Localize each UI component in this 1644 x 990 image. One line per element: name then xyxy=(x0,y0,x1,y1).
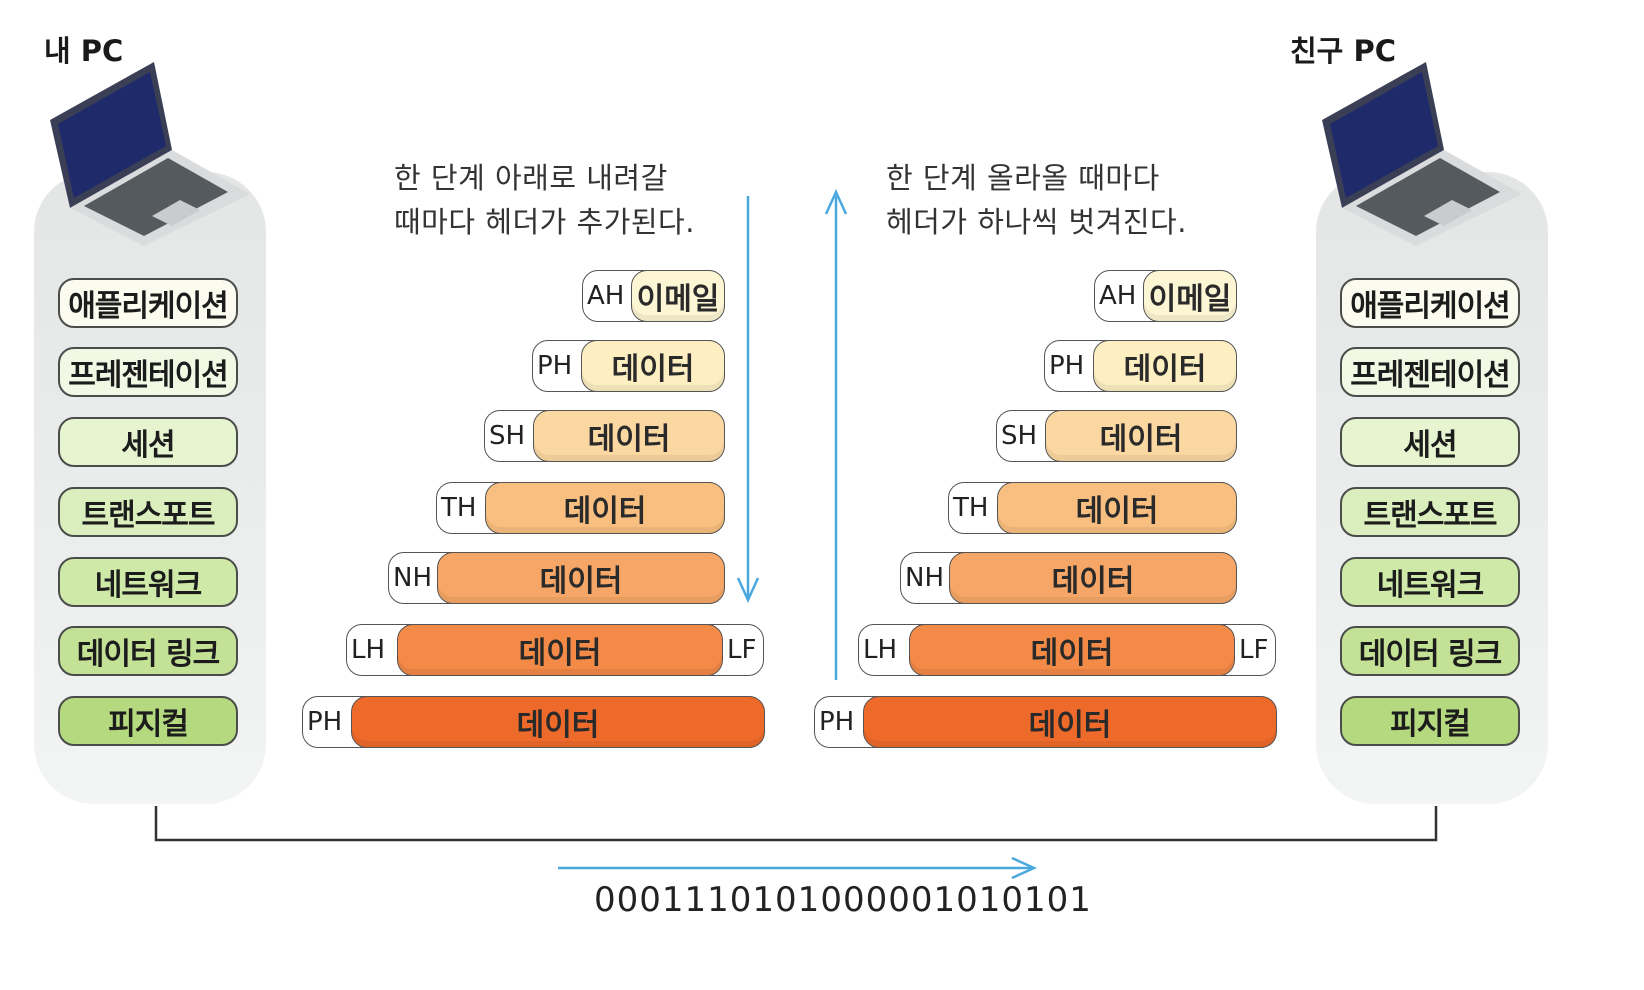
decapsulation-note-line1: 한 단계 올라올 때마다 xyxy=(886,161,1160,195)
packet-trailer: LF xyxy=(1239,635,1269,665)
bitstream-text: 0001110101000001010101 xyxy=(594,880,1092,920)
right-arrow-icon xyxy=(558,856,1038,880)
packet-data: 데이터 xyxy=(909,624,1235,676)
right-layer-6: 데이터 링크 xyxy=(1340,626,1520,676)
decapsulation-note-line2: 헤더가 하나씩 벗겨진다. xyxy=(886,205,1187,239)
left-layer-6: 데이터 링크 xyxy=(58,626,238,676)
packet-data: 데이터 xyxy=(1093,340,1237,392)
packet-data: 이메일 xyxy=(631,270,725,322)
right-layer-4: 트랜스포트 xyxy=(1340,487,1520,537)
laptop-icon xyxy=(1322,62,1522,246)
packet-trailer: LF xyxy=(727,635,757,665)
encapsulation-note-line2: 때마다 헤더가 추가된다. xyxy=(394,205,695,239)
packet-data: 이메일 xyxy=(1143,270,1237,322)
down-arrow-icon xyxy=(736,196,760,604)
left-packet-4: TH 데이터 xyxy=(436,482,725,534)
left-layer-1: 애플리케이션 xyxy=(58,278,238,328)
physical-link-connector xyxy=(154,806,1438,842)
laptop-icon xyxy=(50,62,250,246)
left-layer-2: 프레젠테이션 xyxy=(58,347,238,397)
right-layer-7: 피지컬 xyxy=(1340,696,1520,746)
encapsulation-note-line1: 한 단계 아래로 내려갈 xyxy=(394,161,668,195)
packet-header: TH xyxy=(441,493,477,523)
packet-header: PH xyxy=(819,707,855,737)
left-layer-3: 세션 xyxy=(58,417,238,467)
packet-data: 데이터 xyxy=(863,696,1277,748)
packet-header: PH xyxy=(537,351,573,381)
packet-data: 데이터 xyxy=(581,340,725,392)
packet-data: 데이터 xyxy=(997,482,1237,534)
packet-data: 데이터 xyxy=(949,552,1237,604)
right-layer-2: 프레젠테이션 xyxy=(1340,347,1520,397)
right-packet-2: PH 데이터 xyxy=(1044,340,1237,392)
packet-header: PH xyxy=(307,707,343,737)
left-layer-7: 피지컬 xyxy=(58,696,238,746)
packet-header: SH xyxy=(1001,421,1038,451)
packet-header: PH xyxy=(1049,351,1085,381)
right-packet-7: PH 데이터 xyxy=(814,696,1277,748)
decapsulation-note: 한 단계 올라올 때마다 헤더가 하나씩 벗겨진다. xyxy=(886,156,1187,244)
right-layer-1: 애플리케이션 xyxy=(1340,278,1520,328)
packet-data: 데이터 xyxy=(533,410,725,462)
right-pc-title: 친구 PC xyxy=(1290,34,1396,68)
packet-header: TH xyxy=(953,493,989,523)
right-layer-5: 네트워크 xyxy=(1340,557,1520,607)
right-packet-4: TH 데이터 xyxy=(948,482,1237,534)
left-layer-4: 트랜스포트 xyxy=(58,487,238,537)
packet-header: LH xyxy=(351,635,386,665)
encapsulation-note: 한 단계 아래로 내려갈 때마다 헤더가 추가된다. xyxy=(394,156,695,244)
packet-data: 데이터 xyxy=(397,624,723,676)
packet-header: SH xyxy=(489,421,526,451)
right-layer-3: 세션 xyxy=(1340,417,1520,467)
left-pc-title: 내 PC xyxy=(44,34,124,68)
packet-data: 데이터 xyxy=(1045,410,1237,462)
packet-data: 데이터 xyxy=(351,696,765,748)
up-arrow-icon xyxy=(824,188,848,680)
packet-header: AH xyxy=(1099,281,1137,311)
packet-header: AH xyxy=(587,281,625,311)
packet-data: 데이터 xyxy=(437,552,725,604)
packet-header: NH xyxy=(393,563,432,593)
left-packet-2: PH 데이터 xyxy=(532,340,725,392)
packet-data: 데이터 xyxy=(485,482,725,534)
left-layer-5: 네트워크 xyxy=(58,557,238,607)
left-packet-7: PH 데이터 xyxy=(302,696,765,748)
packet-header: LH xyxy=(863,635,898,665)
packet-header: NH xyxy=(905,563,944,593)
